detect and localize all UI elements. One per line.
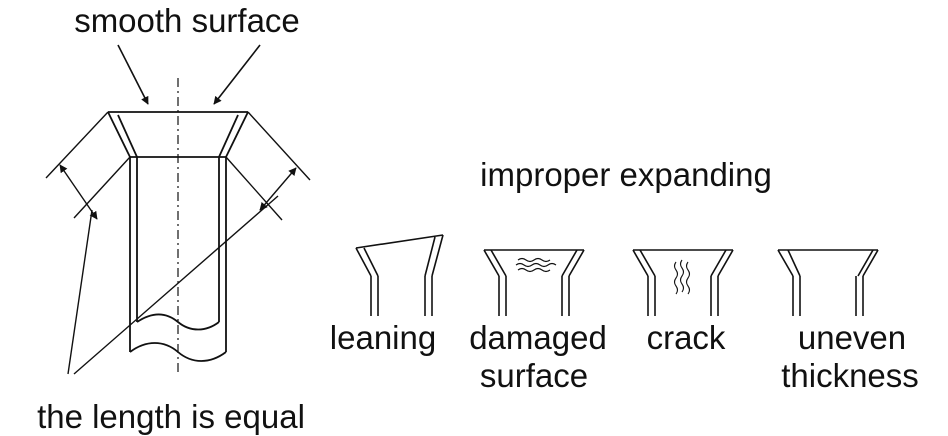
dim-left-arrow bbox=[59, 164, 98, 220]
flare-inner-left bbox=[117, 114, 138, 158]
defect-crack-drawing bbox=[632, 249, 734, 316]
dim-right-arrow bbox=[259, 167, 297, 211]
smooth-surface-label: smooth surface bbox=[74, 2, 300, 39]
dim-right-ext-top bbox=[247, 111, 311, 181]
smooth-arrow-right bbox=[213, 44, 261, 105]
leader-left bbox=[67, 209, 93, 375]
equal-length-label: the length is equal bbox=[37, 398, 305, 435]
smooth-surface-arrows bbox=[117, 44, 261, 105]
crack-label: crack bbox=[647, 319, 726, 356]
damage-marks bbox=[515, 257, 557, 273]
uneven-thickness-label-line2: thickness bbox=[781, 357, 919, 394]
dim-right-ext-bottom bbox=[225, 156, 283, 221]
smooth-arrow-left bbox=[117, 44, 149, 105]
uneven-thickness-label-line1: uneven bbox=[798, 319, 906, 356]
flare-inner-right bbox=[218, 114, 239, 158]
dim-left-ext-bottom bbox=[73, 156, 131, 219]
improper-expanding-heading: improper expanding bbox=[480, 156, 772, 193]
defect-leaning-drawing bbox=[355, 234, 444, 316]
dimension-right bbox=[225, 111, 311, 221]
dim-left-ext-top bbox=[45, 111, 109, 179]
dimension-left bbox=[45, 111, 131, 220]
damaged-surface-label-line1: damaged bbox=[469, 319, 607, 356]
flare-outer-right bbox=[225, 111, 249, 158]
damaged-surface-label-line2: surface bbox=[480, 357, 588, 394]
crack-marks bbox=[673, 259, 691, 295]
defect-damaged-surface-drawing bbox=[483, 249, 585, 316]
defect-uneven-thickness-drawing bbox=[777, 249, 879, 316]
tube-break-inner bbox=[136, 313, 220, 331]
leaning-label: leaning bbox=[330, 319, 436, 356]
length-leaders bbox=[67, 195, 279, 375]
leader-right bbox=[73, 195, 279, 375]
flare-outer-left bbox=[107, 111, 131, 158]
